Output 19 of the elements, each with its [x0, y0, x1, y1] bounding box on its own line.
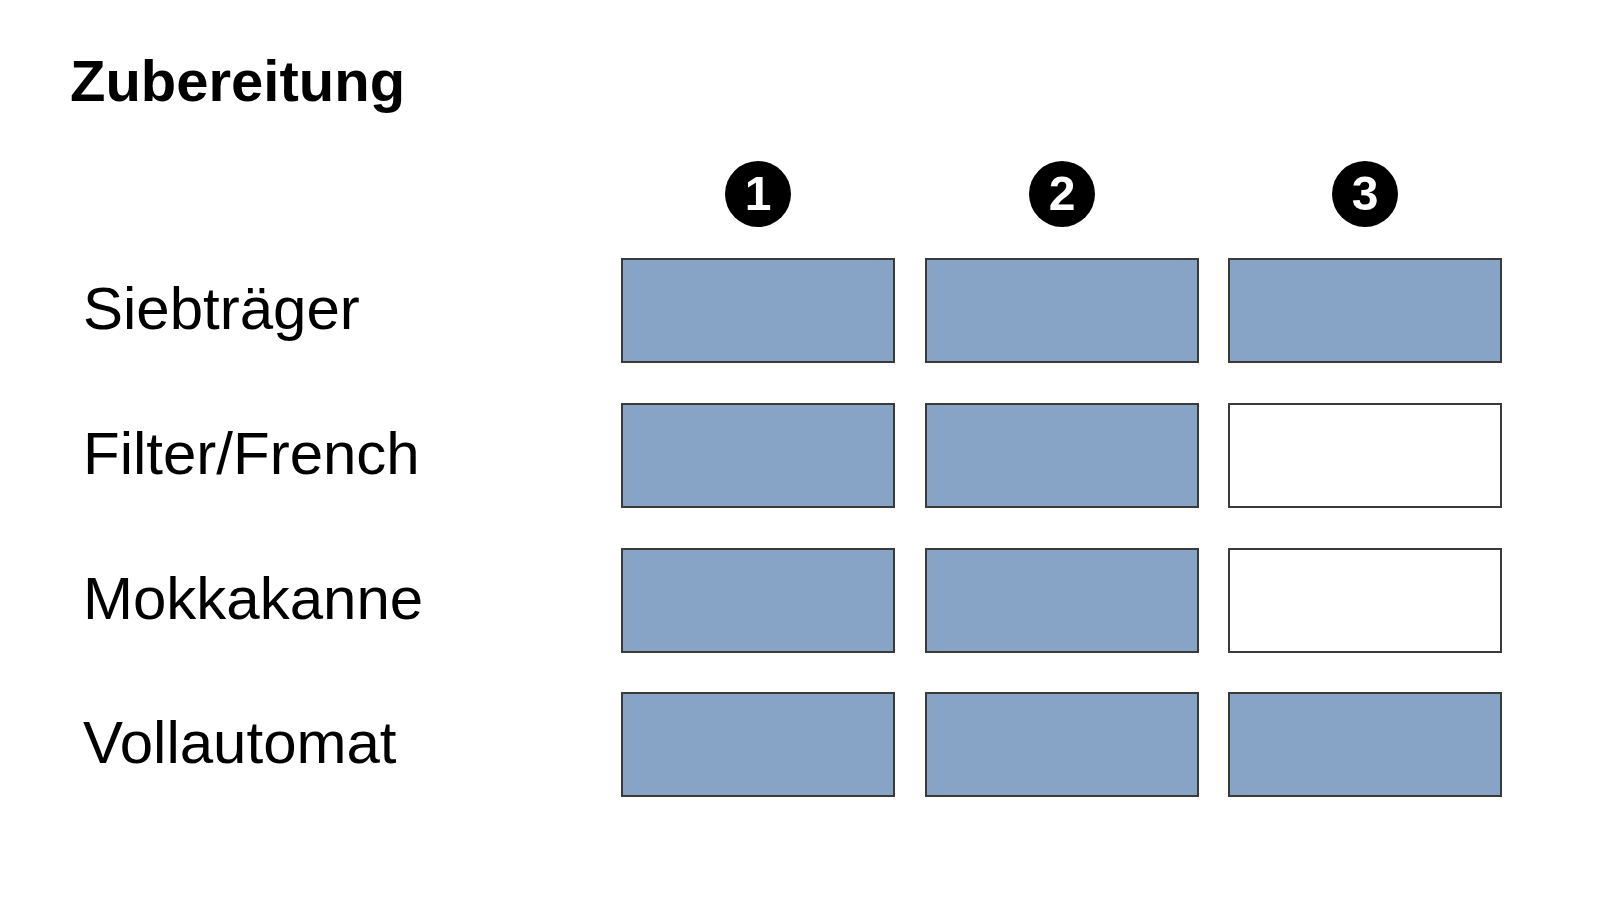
row-label: Vollautomat — [83, 712, 397, 773]
filled-box — [1228, 692, 1502, 797]
row-label: Filter/French — [83, 423, 420, 484]
filled-box — [925, 258, 1199, 363]
empty-box — [1228, 403, 1502, 508]
filled-box — [925, 692, 1199, 797]
filled-box — [621, 403, 895, 508]
row-label: Siebträger — [83, 278, 360, 339]
filled-box — [925, 548, 1199, 653]
filled-box — [621, 548, 895, 653]
filled-box — [925, 403, 1199, 508]
callout-number: 3 — [1332, 161, 1398, 227]
row-label: Mokkakanne — [83, 568, 424, 629]
callout-number: 2 — [1029, 161, 1095, 227]
callout-number: 1 — [725, 161, 791, 227]
empty-box — [1228, 548, 1502, 653]
filled-box — [621, 258, 895, 363]
filled-box — [1228, 258, 1502, 363]
filled-box — [621, 692, 895, 797]
